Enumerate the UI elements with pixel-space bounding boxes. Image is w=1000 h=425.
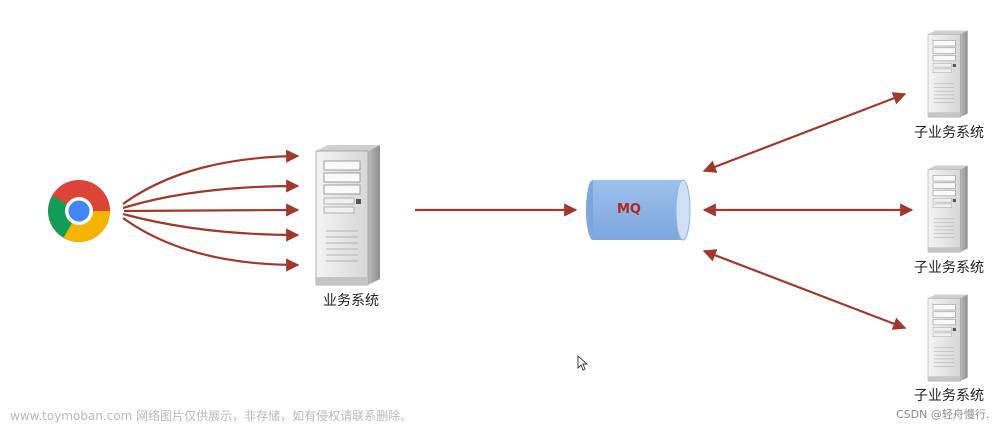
mq-subsystem-arrow-top [702,92,907,173]
request-arrow [122,149,300,205]
request-arrow [122,212,300,242]
mq-label: MQ [617,202,641,217]
request-arrow [123,203,300,217]
sub-server-icon [927,30,968,118]
sub-server-icon [927,294,968,382]
browser-request-arrows [122,149,300,272]
watermark-text: www.toymoban.com 网络图片仅供展示，非存储，如有侵权请联系删除。 [10,409,413,423]
sub-server-label-middle: 子业务系统 [914,260,984,276]
request-arrow [122,217,300,272]
chrome-browser-icon [48,180,110,242]
mq-subsystem-arrows [702,92,914,330]
sub-server-label-top: 子业务系统 [914,125,984,141]
sub-server-icon [927,165,968,253]
main-server-label: 业务系统 [323,293,379,309]
mouse-pointer-icon [577,354,589,371]
mq-queue-shape [586,179,691,241]
csdn-attribution: CSDN @轻舟慢行. [896,408,990,421]
request-arrow [122,179,300,210]
main-server-icon [315,144,381,286]
sub-server-label-bottom: 子业务系统 [914,388,984,404]
mq-subsystem-arrow-bottom [702,249,907,330]
